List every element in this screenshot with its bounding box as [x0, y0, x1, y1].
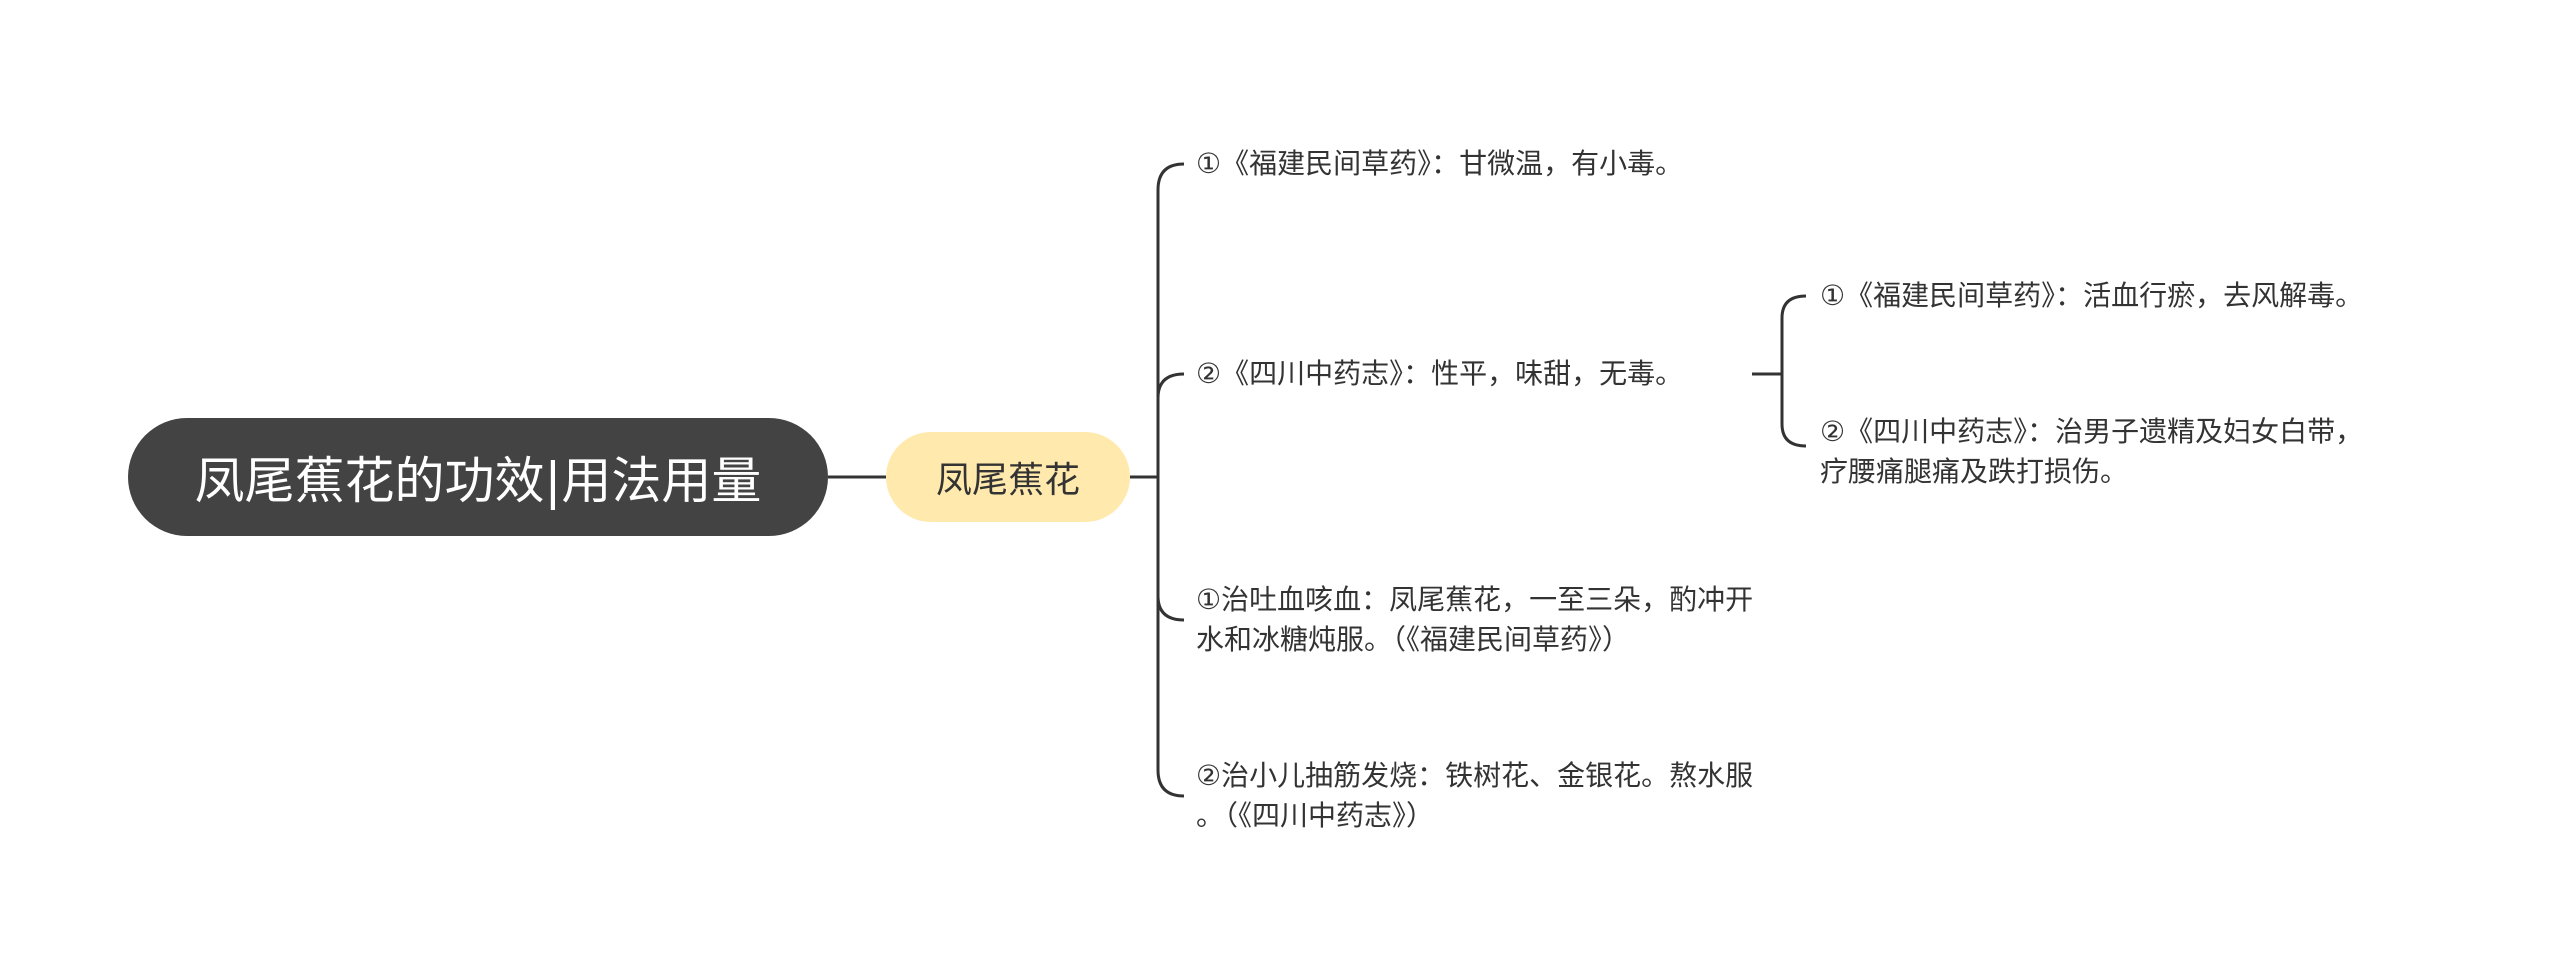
root-topic-label: 凤尾蕉花的功效|用法用量 [194, 452, 762, 510]
leaf-topic-3-line-1: ①治吐血咳血：凤尾蕉花，一至三朵，酌冲开 [1196, 583, 1754, 616]
connector-leaf-4 [1156, 477, 1185, 798]
leaf-topic-3[interactable]: ①治吐血咳血：凤尾蕉花，一至三朵，酌冲开 水和冰糖炖服。（《福建民间草药》） [1196, 580, 1753, 660]
leaf-topic-4[interactable]: ②治小儿抽筋发烧：铁树花、金银花。熬水服 。（《四川中药志》） [1196, 756, 1753, 836]
leaf-topic-1-text: ①《福建民间草药》：甘微温，有小毒。 [1196, 147, 1684, 180]
subleaf-topic-2[interactable]: ②《四川中药志》：治男子遗精及妇女白带， 疗腰痛腿痛及跌打损伤。 [1820, 412, 2363, 492]
subleaf-topic-2-line-2: 疗腰痛腿痛及跌打损伤。 [1820, 455, 2129, 488]
subleaf-topic-1[interactable]: ①《福建民间草药》：活血行瘀，去风解毒。 [1820, 276, 2363, 316]
subleaf-topic-2-line-1: ②《四川中药志》：治男子遗精及妇女白带， [1820, 415, 2364, 448]
branch-topic[interactable]: 凤尾蕉花 [886, 432, 1130, 522]
leaf-topic-2-text: ②《四川中药志》：性平，味甜，无毒。 [1196, 357, 1684, 390]
subleaf-topic-1-text: ①《福建民间草药》：活血行瘀，去风解毒。 [1820, 279, 2364, 312]
connector-leaf-2 [1156, 372, 1185, 477]
leaf-topic-4-line-2: 。（《四川中药志》） [1196, 799, 1435, 832]
connector-subleaf-1 [1780, 294, 1807, 374]
connector-leaf-3 [1156, 477, 1185, 622]
leaf-topic-2[interactable]: ②《四川中药志》：性平，味甜，无毒。 [1196, 354, 1683, 394]
branch-topic-label: 凤尾蕉花 [935, 460, 1080, 501]
connector-subleaf-2 [1780, 374, 1807, 448]
leaf-topic-1[interactable]: ①《福建民间草药》：甘微温，有小毒。 [1196, 144, 1683, 184]
leaf-topic-4-line-1: ②治小儿抽筋发烧：铁树花、金银花。熬水服 [1196, 759, 1754, 792]
leaf-topic-3-line-2: 水和冰糖炖服。（《福建民间草药》） [1196, 623, 1631, 656]
connector-leaf-1 [1156, 162, 1185, 477]
root-topic[interactable]: 凤尾蕉花的功效|用法用量 [128, 418, 828, 536]
